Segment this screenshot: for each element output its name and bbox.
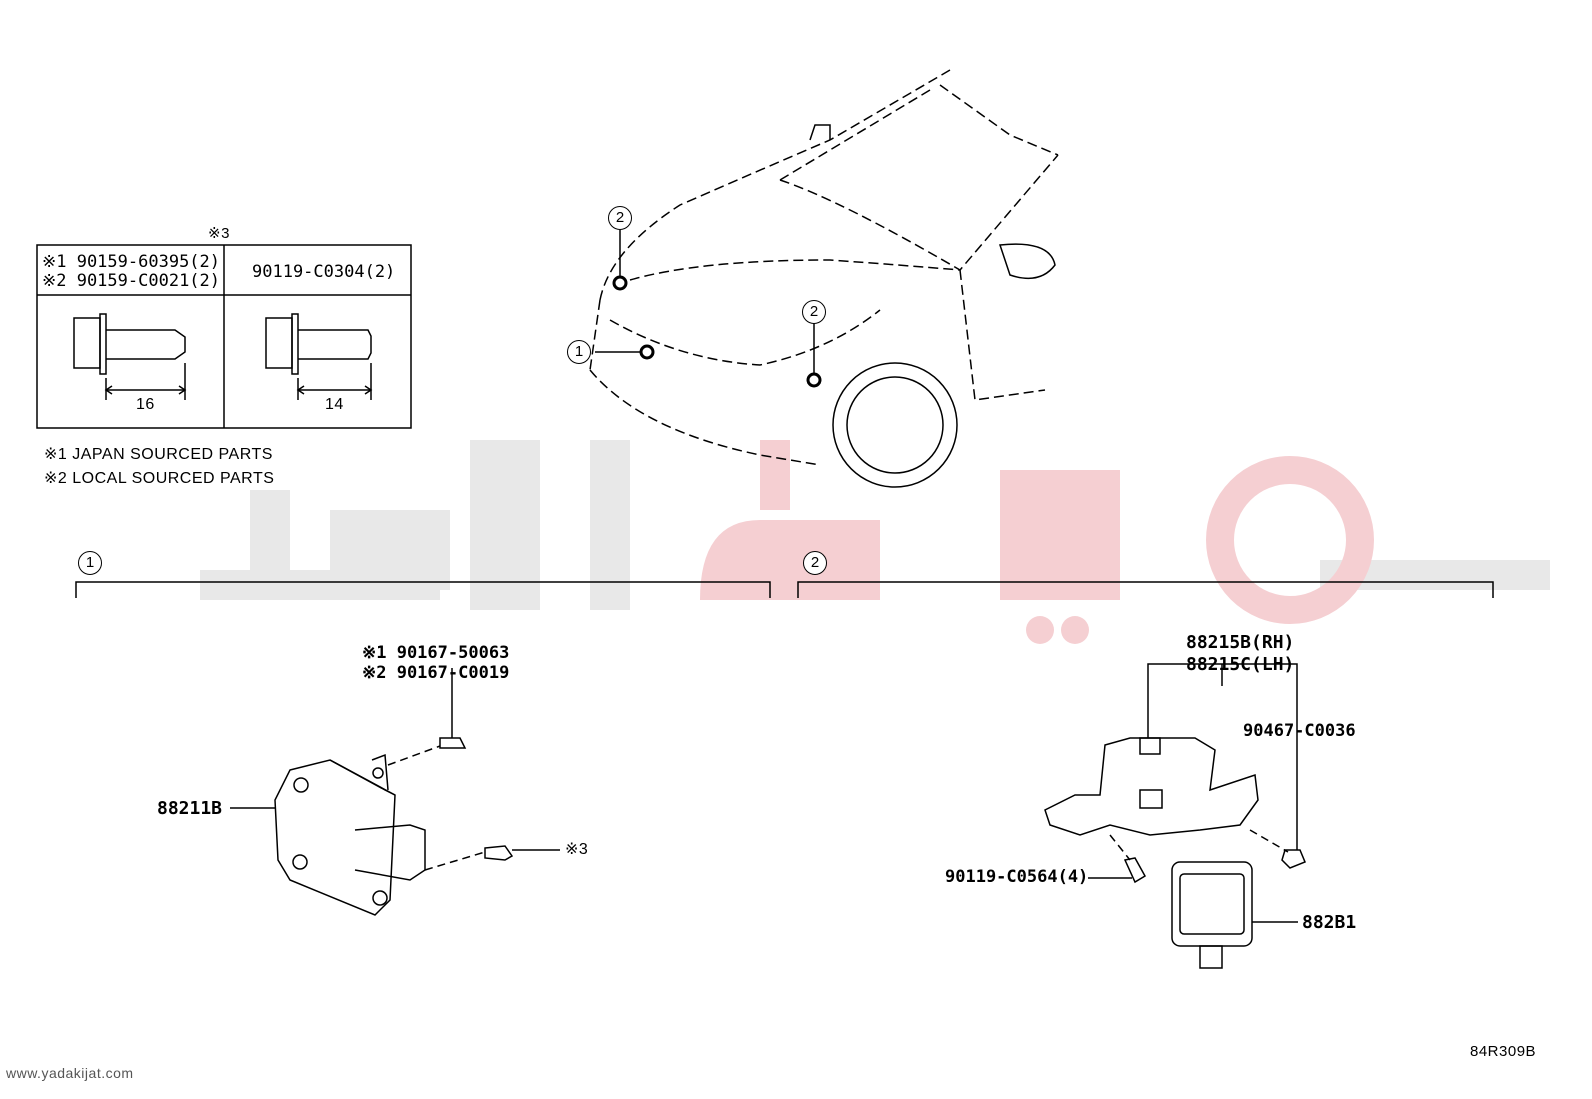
sensor-rh-part: 88215B(RH) [1186, 632, 1295, 653]
callout-2-bumper: 2 [802, 300, 826, 324]
dimension-label-1: 16 [136, 396, 155, 413]
bolt-part-local: ※2 90167-C0019 [362, 663, 510, 683]
screw-part-number: 90119-C0564(4) [945, 867, 1089, 887]
note-local-sourced: ※2 LOCAL SOURCED PARTS [44, 470, 275, 487]
vehicle-callouts [595, 230, 822, 388]
pad-part-number: 882B1 [1302, 912, 1357, 933]
sensor-assembly [1044, 663, 1306, 969]
table-part-japan: ※1 90159-60395(2) [42, 252, 221, 272]
dimension-label-2: 14 [325, 396, 344, 413]
callout-2-top: 2 [608, 206, 632, 230]
watermark-site: www.yadakijat.com [6, 1065, 134, 1081]
diagram-code: 84R309B [1470, 1043, 1537, 1060]
table-part-local: ※2 90159-C0021(2) [42, 271, 221, 291]
sensor-lh-part: 88215C(LH) [1186, 654, 1295, 675]
vehicle-front [589, 69, 1059, 466]
ecu-module [230, 668, 560, 916]
group-1-label: 1 [78, 551, 102, 575]
table-header-ref: ※3 [208, 225, 230, 242]
table-part-bolt: 90119-C0304(2) [252, 262, 396, 282]
vehicle-wheel [809, 124, 1056, 488]
clip-part-number: 90467-C0036 [1243, 721, 1356, 741]
bolt-part-japan: ※1 90167-50063 [362, 643, 510, 663]
screw-ref: ※3 [565, 841, 589, 858]
note-japan-sourced: ※1 JAPAN SOURCED PARTS [44, 446, 273, 463]
callout-1: 1 [567, 340, 591, 364]
fastener-table [36, 244, 412, 429]
group-brackets [75, 581, 1494, 598]
ecu-part-number: 88211B [157, 798, 223, 819]
group-2-label: 2 [803, 551, 827, 575]
